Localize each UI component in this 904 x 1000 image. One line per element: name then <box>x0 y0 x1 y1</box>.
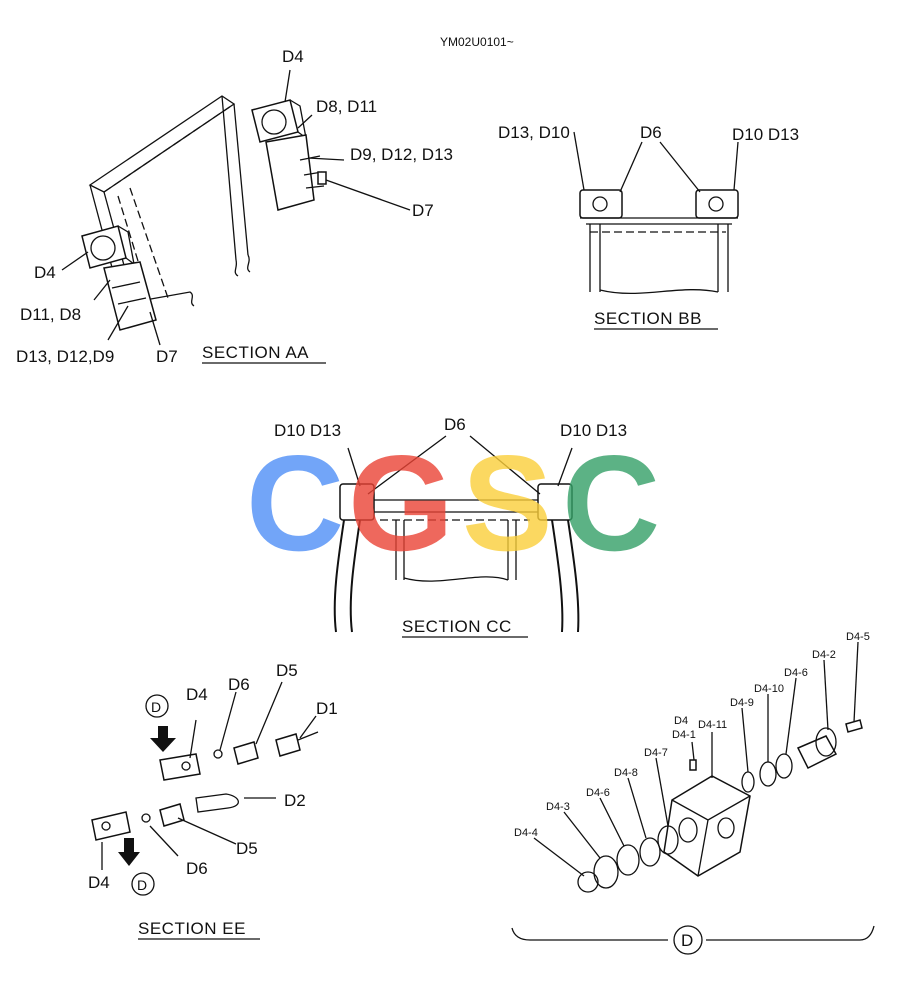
view-marker-d-bottom: D <box>137 877 147 893</box>
arrow-down-icon <box>150 726 176 752</box>
label-ee-d4-bottom: D4 <box>88 873 110 892</box>
section-bb-drawing <box>573 131 739 295</box>
label-bb-d13-d10: D13, D10 <box>498 123 570 142</box>
label-ee-d6-top: D6 <box>228 675 250 694</box>
label-d4-3: D4-3 <box>546 801 570 813</box>
section-aa: D4 D8, D11 D9, D12, D13 D7 D4 D11, D8 D1… <box>16 47 453 366</box>
arrow-up-icon <box>118 838 140 866</box>
section-bb: D13, D10 D6 D10 D13 SECTION BB <box>498 123 799 330</box>
section-ee-drawing: D D <box>91 681 319 896</box>
label-ee-d6-bottom: D6 <box>186 859 208 878</box>
label-d4-5: D4-5 <box>846 631 870 643</box>
section-bb-title: SECTION BB <box>594 309 702 328</box>
label-cc-d10-d13-left: D10 D13 <box>274 421 341 440</box>
section-ee-title: SECTION EE <box>138 919 246 938</box>
label-d4-8: D4-8 <box>614 767 638 779</box>
label-d4-9: D4-9 <box>730 697 754 709</box>
label-bb-d10-d13: D10 D13 <box>732 125 799 144</box>
watermark: C G S C <box>246 427 660 579</box>
label-aa-d7-top: D7 <box>412 201 434 220</box>
label-aa-d11-d8: D11, D8 <box>20 305 81 324</box>
label-aa-d13-d12-d9: D13, D12,D9 <box>16 347 114 366</box>
label-bb-d6: D6 <box>640 123 662 142</box>
drawing-code: YM02U0101~ <box>440 35 514 49</box>
label-d4-1: D4-1 <box>672 729 696 741</box>
section-aa-title: SECTION AA <box>202 343 309 362</box>
detail-d-marker: D <box>681 931 693 950</box>
label-d4-11: D4-11 <box>698 719 727 731</box>
label-aa-d9-d12-d13: D9, D12, D13 <box>350 145 453 164</box>
label-aa-d8-d11-top: D8, D11 <box>316 97 377 116</box>
detail-d-drawing <box>511 641 875 941</box>
label-aa-d7-bottom: D7 <box>156 347 178 366</box>
watermark-letter-s: S <box>462 427 553 579</box>
label-ee-d5-top: D5 <box>276 661 298 680</box>
section-aa-drawing <box>61 69 411 346</box>
label-aa-d4-bottom: D4 <box>34 263 56 282</box>
section-aa-lower-block <box>81 225 157 331</box>
label-d4-6-right: D4-6 <box>784 667 808 679</box>
label-ee-d4-top: D4 <box>186 685 208 704</box>
watermark-letter-c1: C <box>246 427 344 579</box>
label-d4-10: D4-10 <box>754 683 784 695</box>
label-cc-d10-d13-right: D10 D13 <box>560 421 627 440</box>
label-cc-d6: D6 <box>444 415 466 434</box>
watermark-letter-c2: C <box>562 427 660 579</box>
section-cc-drawing <box>333 435 580 633</box>
detail-d: D D4-5 D4-2 D4-6 D4-10 D4-9 D4 D4-1 D4-1… <box>511 631 875 955</box>
label-aa-d4-top: D4 <box>282 47 304 66</box>
label-d4-7: D4-7 <box>644 747 668 759</box>
section-aa-upper-block <box>251 99 327 211</box>
label-ee-d5-bottom: D5 <box>236 839 258 858</box>
view-marker-d-top: D <box>151 699 161 715</box>
section-cc-title: SECTION CC <box>402 617 512 636</box>
label-ee-d2: D2 <box>284 791 306 810</box>
label-d4-2: D4-2 <box>812 649 836 661</box>
watermark-letter-g: G <box>348 427 454 579</box>
label-d4-6-left: D4-6 <box>586 787 610 799</box>
label-d4: D4 <box>674 715 688 727</box>
label-d4-4: D4-4 <box>514 827 538 839</box>
label-ee-d1: D1 <box>316 699 338 718</box>
section-cc: D10 D13 D6 D10 D13 SECTION CC <box>274 415 627 638</box>
section-ee: D D D4 D6 D5 D1 D2 D5 D6 D4 <box>88 661 338 940</box>
